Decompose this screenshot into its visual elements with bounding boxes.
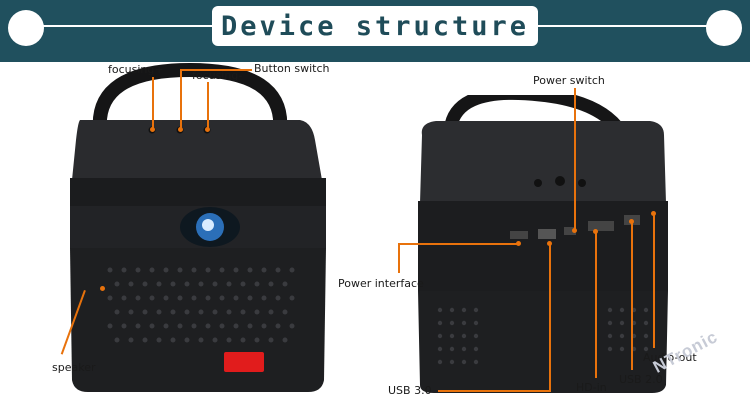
label-hd-in: HD-in <box>576 381 607 394</box>
leader-dot-speaker <box>100 286 105 291</box>
label-power-switch: Power switch <box>533 74 605 87</box>
banner-right-line <box>538 25 710 27</box>
leader-dot-focusing-minus <box>205 127 210 132</box>
leader-dot-power-interface <box>516 241 521 246</box>
right-projector-image <box>418 95 668 393</box>
label-button-switch: Button switch <box>254 62 330 75</box>
page-title: Device structure <box>212 6 538 46</box>
leader-usb3-h <box>438 390 550 392</box>
label-audio-out: Audio-out <box>643 351 697 364</box>
leader-power-interface-v <box>398 243 400 273</box>
leader-dot-focusing-plus <box>150 127 155 132</box>
leader-usb2 <box>631 222 633 370</box>
leader-dot-usb3 <box>547 241 552 246</box>
leader-power-interface-h <box>398 243 518 245</box>
leader-dot-usb2 <box>629 219 634 224</box>
leader-button-switch-v <box>180 69 182 129</box>
label-speaker: speaker <box>52 361 96 374</box>
leader-audio-out <box>653 214 655 348</box>
banner-right-dot <box>706 10 742 46</box>
banner-left-line <box>40 25 212 27</box>
leader-dot-audio-out <box>651 211 656 216</box>
header-banner: Device structure <box>0 0 750 62</box>
leader-hd-in <box>595 232 597 378</box>
label-usb2: USB 2.0 <box>619 373 663 386</box>
left-projector-image <box>70 62 326 392</box>
leader-usb3-v <box>549 244 551 392</box>
leader-dot-hd-in <box>593 229 598 234</box>
leader-focusing-plus <box>152 77 154 129</box>
label-usb3: USB 3.0 <box>388 384 432 397</box>
leader-button-switch-h <box>180 69 252 71</box>
leader-power-switch <box>574 88 576 230</box>
label-focusing-plus: focusing+ <box>108 63 164 76</box>
label-power-interface: Power interface <box>338 277 424 290</box>
leader-focusing-minus <box>207 82 209 129</box>
leader-dot-power-switch <box>572 228 577 233</box>
banner-left-dot <box>8 10 44 46</box>
leader-dot-button-switch <box>178 127 183 132</box>
label-focusing-minus: focusing- <box>192 69 243 82</box>
